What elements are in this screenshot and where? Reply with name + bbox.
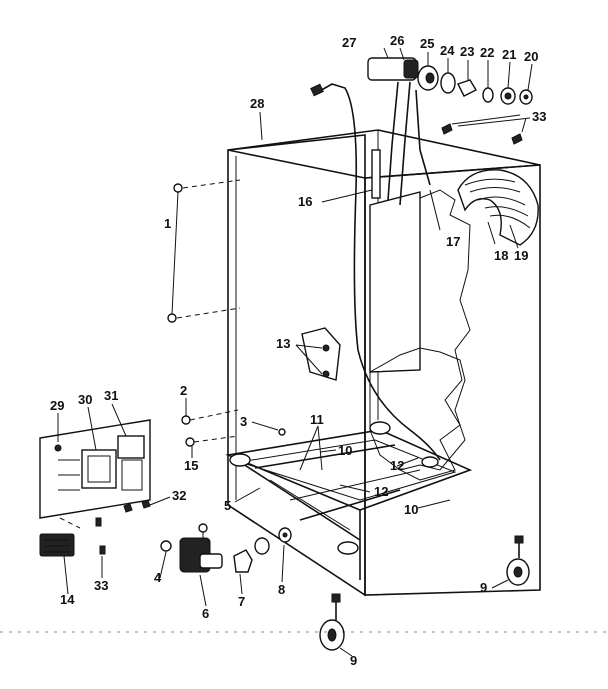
cabinet-body: [227, 129, 541, 597]
callout-32: 32: [172, 488, 186, 503]
callout-20: 20: [524, 49, 538, 64]
fitting-parts: [233, 527, 292, 573]
caster-rear: [506, 535, 530, 586]
callout-27: 27: [342, 35, 356, 50]
callout-9-front: 9: [350, 653, 357, 668]
callout-10-upper: 10: [338, 443, 352, 458]
blower-wheel: [457, 169, 539, 246]
callout-9-rear: 9: [480, 580, 487, 595]
support-bracket: [301, 327, 341, 381]
callout-19: 19: [514, 248, 528, 263]
valve-assembly: [160, 523, 223, 573]
cabinet-screws: [167, 179, 241, 323]
front-screws: [181, 409, 286, 447]
callout-4: 4: [154, 570, 162, 585]
callout-14: 14: [60, 592, 75, 607]
callout-18: 18: [494, 248, 508, 263]
control-panel-assembly: [39, 419, 151, 529]
callout-29: 29: [50, 398, 64, 413]
callout-33-bottom: 33: [94, 578, 108, 593]
callout-10-lower: 10: [404, 502, 418, 517]
callout-12-upper: 12: [390, 458, 404, 473]
callout-23: 23: [460, 44, 474, 59]
callout-31: 31: [104, 388, 118, 403]
callout-30: 30: [78, 392, 92, 407]
terminal-block: [39, 533, 75, 557]
callout-21: 21: [502, 47, 516, 62]
callout-25: 25: [420, 36, 434, 51]
callout-17: 17: [446, 234, 460, 249]
motor-assembly-group: [310, 57, 533, 461]
callout-12-lower: 12: [374, 484, 388, 499]
leader-lines: [57, 47, 533, 657]
callout-3: 3: [240, 414, 247, 429]
top-screws: [441, 114, 527, 145]
callout-22: 22: [480, 45, 494, 60]
callout-13: 13: [276, 336, 290, 351]
callout-8: 8: [278, 582, 285, 597]
caster-front: [319, 593, 345, 651]
callout-11: 11: [310, 412, 324, 427]
callout-26: 26: [390, 33, 404, 48]
callout-2: 2: [180, 383, 187, 398]
callout-labels: 27 26 25 24 23 22 21 20 33 28 16 17 18 1…: [50, 33, 546, 668]
callout-28: 28: [250, 96, 264, 111]
callout-7: 7: [238, 594, 245, 609]
callout-15: 15: [184, 458, 198, 473]
callout-1: 1: [164, 216, 171, 231]
callout-33-top: 33: [532, 109, 546, 124]
callout-6: 6: [202, 606, 209, 621]
panel-screws: [95, 499, 151, 555]
base-frame: [225, 421, 473, 580]
callout-5: 5: [224, 498, 231, 513]
callout-24: 24: [440, 43, 455, 58]
callout-16: 16: [298, 194, 312, 209]
